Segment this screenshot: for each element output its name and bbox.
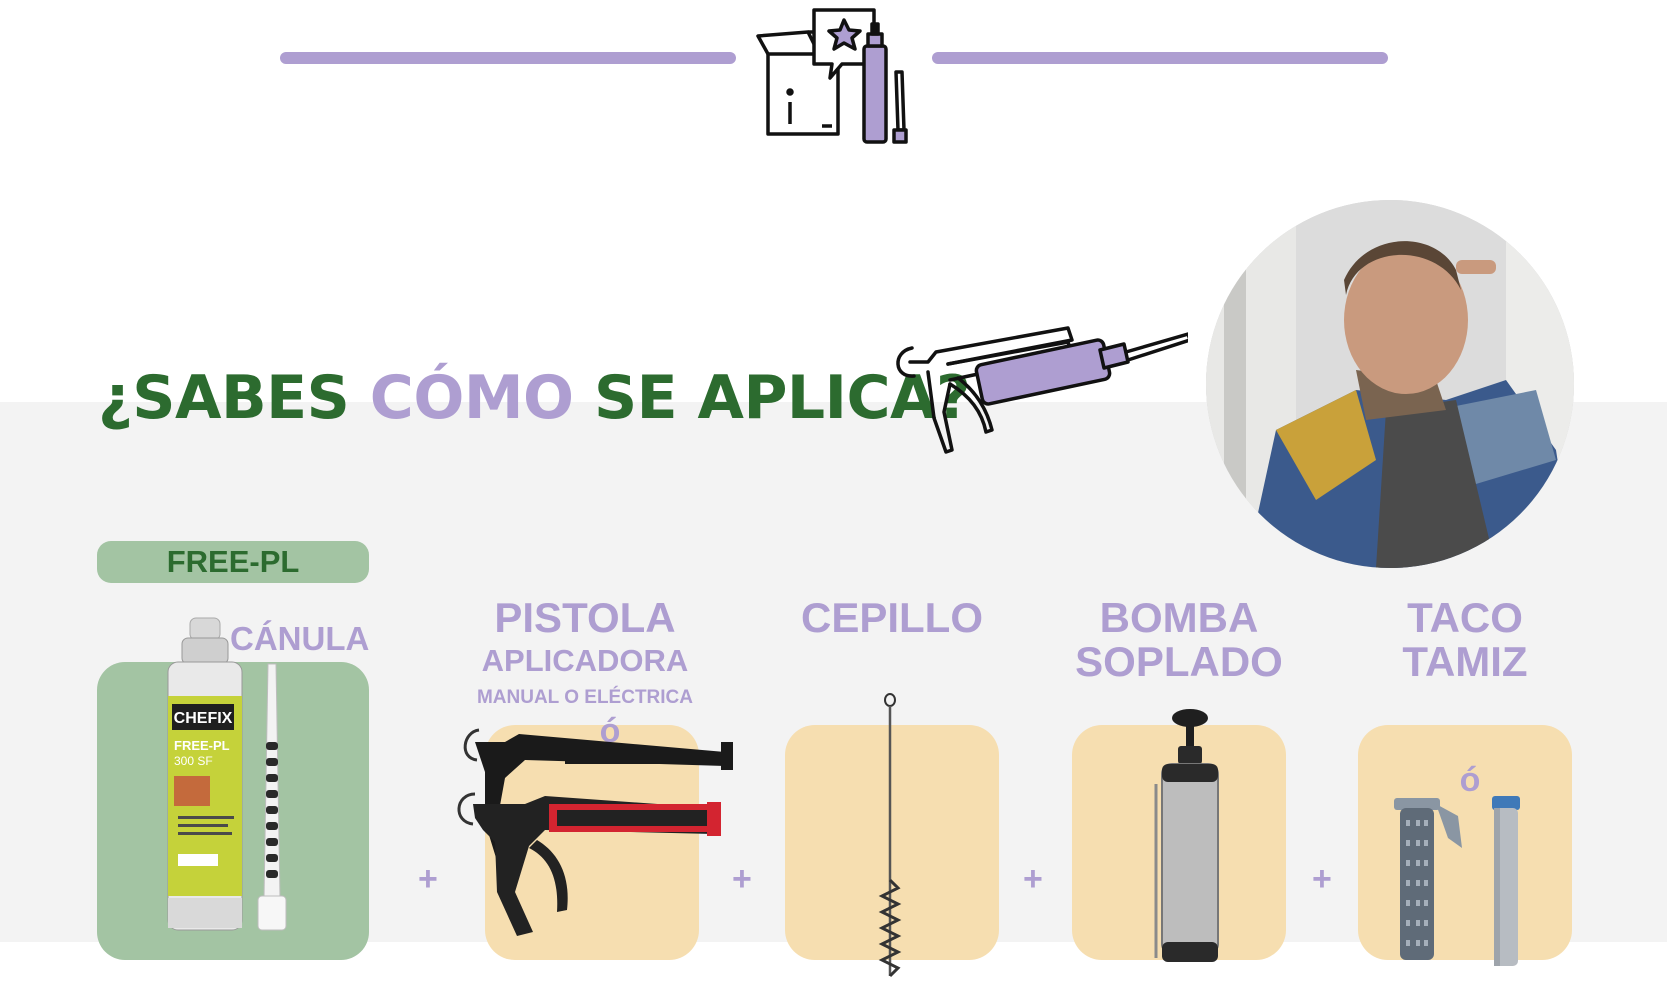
plus-sign-4: + <box>1312 860 1332 898</box>
cartridge-brand: CHEFIX <box>174 710 233 727</box>
cepillo-title: CEPILLO <box>800 594 983 641</box>
caulking-gun-icon <box>896 326 1188 454</box>
mesh-sleeve-image <box>1394 798 1462 960</box>
plus-sign-2: + <box>732 860 752 898</box>
pistola-or: ó <box>599 712 621 750</box>
headline-part-1: ¿SABES <box>98 363 350 433</box>
headline: ¿SABES CÓMO SE APLICA? <box>98 358 971 438</box>
bomba-title: BOMBA <box>1099 594 1259 641</box>
cartridge-size: 300 SF <box>174 754 213 768</box>
nozzle-image <box>257 663 287 931</box>
plus-sign-3: + <box>1023 860 1043 898</box>
pistola-title: PISTOLA <box>494 594 676 641</box>
pistola-note: MANUAL O ELÉCTRICA <box>476 687 694 708</box>
cartridge-image: CHEFIX FREE-PL 300 SF <box>167 617 243 931</box>
blow-pump-image <box>1154 709 1219 962</box>
canula-label: CÁNULA <box>230 620 370 657</box>
metal-sleeve-image <box>1492 796 1520 966</box>
taco-subtitle: TAMIZ <box>1402 638 1528 685</box>
product-box-with-cartridge-icon <box>756 8 908 144</box>
worker-photo <box>1206 200 1574 568</box>
product-pill: FREE-PL <box>97 541 369 583</box>
plus-sign-1: + <box>418 860 438 898</box>
header-rule-left <box>280 52 736 64</box>
taco-card <box>1358 725 1572 960</box>
bomba-subtitle: SOPLADO <box>1075 638 1283 685</box>
taco-or: ó <box>1459 761 1481 799</box>
taco-title: TACO <box>1407 594 1523 641</box>
cepillo-card <box>785 725 999 960</box>
manual-gun-image <box>457 728 733 936</box>
cartridge-name: FREE-PL <box>174 738 230 753</box>
pistola-subtitle: APLICADORA <box>481 643 689 678</box>
headline-part-2: CÓMO <box>369 363 574 433</box>
header-rule-right <box>932 52 1388 64</box>
brush-image <box>878 693 902 978</box>
